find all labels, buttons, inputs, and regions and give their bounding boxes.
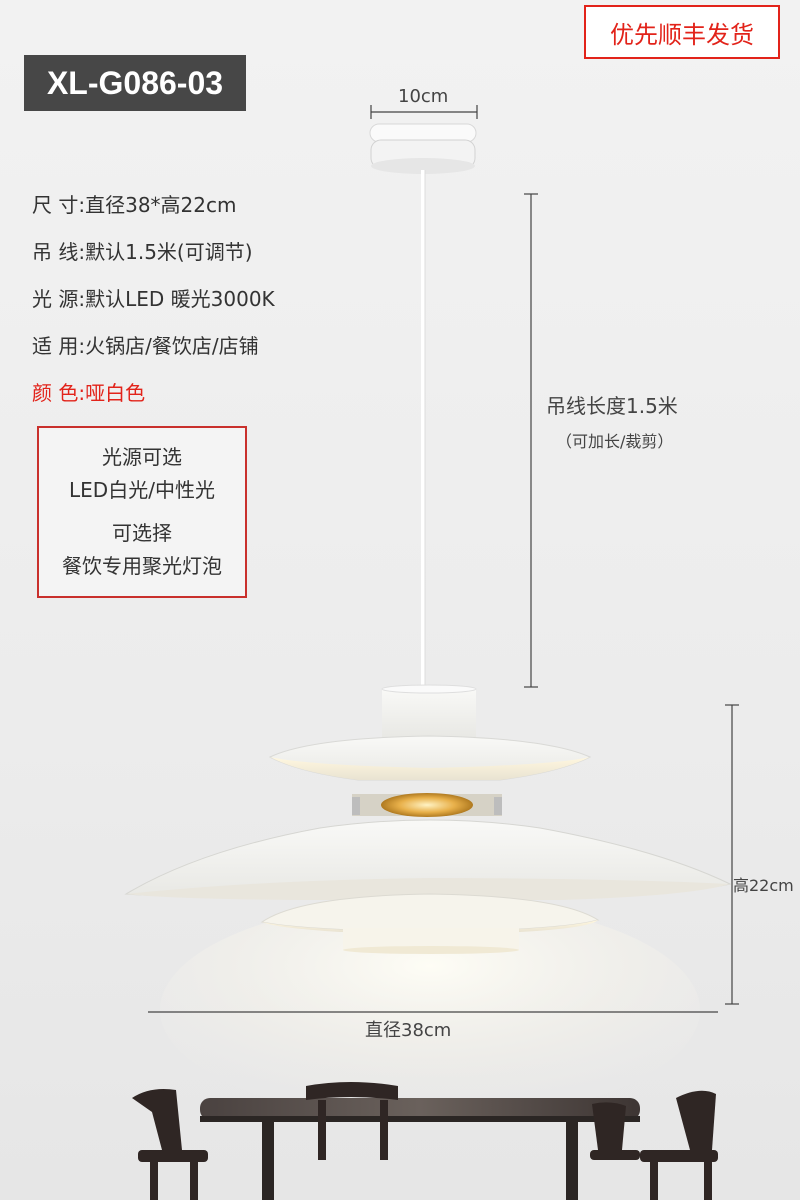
spec-label: 光 源: xyxy=(32,287,86,311)
spec-row-cord: 吊 线: 默认1.5米(可调节) xyxy=(32,227,275,274)
cord-length-note: （可加长/裁剪） xyxy=(556,432,674,451)
light-options-spotlight: 餐饮专用聚光灯泡 xyxy=(62,554,222,578)
spec-label: 颜 色: xyxy=(32,381,86,405)
spec-row-color: 颜 色: 哑白色 xyxy=(32,368,275,415)
height-dimension xyxy=(725,704,739,1005)
light-options-colors: LED白光/中性光 xyxy=(69,478,215,502)
pendant-lamp-icon xyxy=(124,684,732,954)
spec-label: 尺 寸: xyxy=(32,193,86,217)
spec-value: 火锅店/餐饮店/店铺 xyxy=(85,334,259,358)
light-options-box: 光源可选 LED白光/中性光 可选择 餐饮专用聚光灯泡 xyxy=(37,426,247,598)
spec-value: 默认1.5米(可调节) xyxy=(85,240,253,264)
spec-value: 哑白色 xyxy=(85,381,146,405)
canopy-width-dimension xyxy=(370,105,478,119)
shipping-badge: 优先顺丰发货 xyxy=(584,5,780,59)
lamp-glow xyxy=(160,900,700,1120)
canopy-width-label: 10cm xyxy=(398,86,449,107)
spec-label: 吊 线: xyxy=(32,240,86,264)
spec-list: 尺 寸: 直径38*高22cm 吊 线: 默认1.5米(可调节) 光 源: 默认… xyxy=(32,180,275,415)
spec-label: 适 用: xyxy=(32,334,86,358)
spec-row-size: 尺 寸: 直径38*高22cm xyxy=(32,180,275,227)
light-options-subtitle: 可选择 xyxy=(112,521,172,545)
ceiling-canopy-icon xyxy=(369,123,477,174)
spec-row-usage: 适 用: 火锅店/餐饮店/店铺 xyxy=(32,321,275,368)
dining-chair-icon xyxy=(132,1082,718,1200)
spec-row-light-source: 光 源: 默认LED 暖光3000K xyxy=(32,274,275,321)
light-options-title: 光源可选 xyxy=(102,445,182,469)
cord-length-dimension xyxy=(524,193,538,688)
diameter-label: 直径38cm xyxy=(365,1020,452,1041)
spec-value: 直径38*高22cm xyxy=(85,193,237,217)
dining-table-icon xyxy=(200,1098,640,1200)
model-number-badge: XL-G086-03 xyxy=(24,55,246,111)
height-label: 高22cm xyxy=(733,876,794,895)
cord-length-label: 吊线长度1.5米 xyxy=(546,394,678,418)
spec-value: 默认LED 暖光3000K xyxy=(85,287,275,311)
